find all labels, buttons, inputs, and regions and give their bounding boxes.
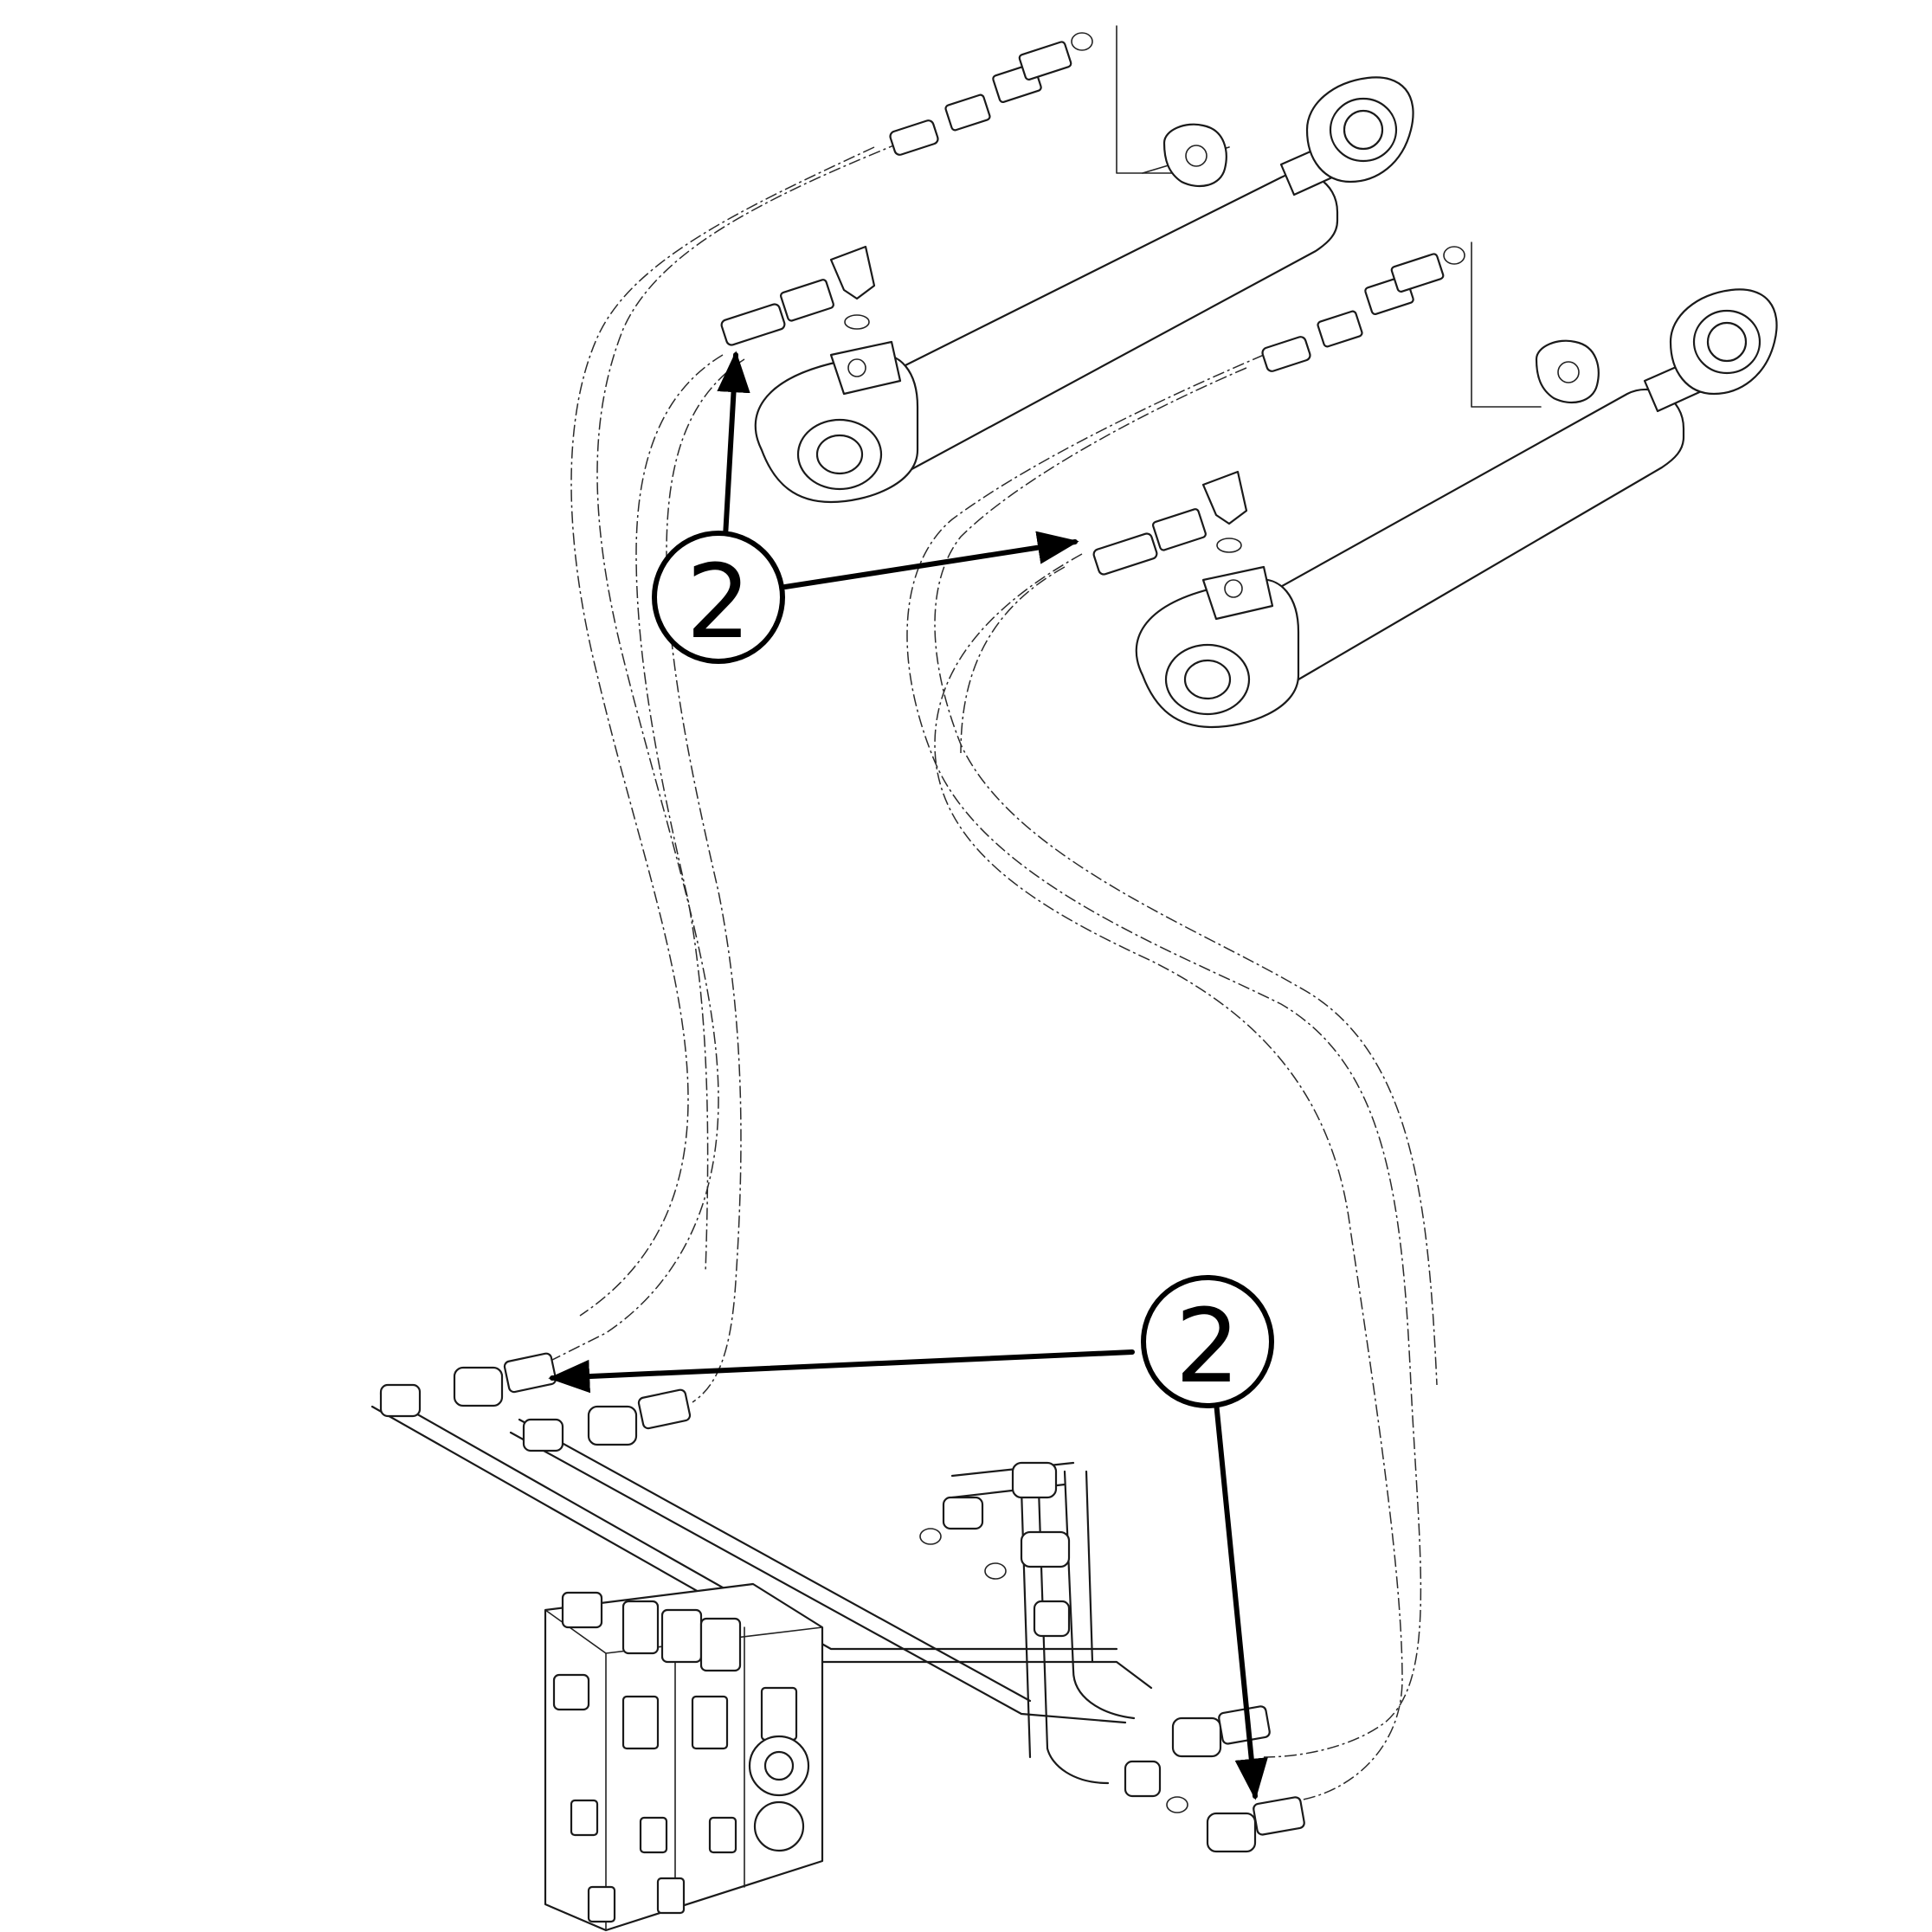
- callout-arrow-upper-left: [717, 351, 750, 539]
- callout-arrow-lower-right: [1214, 1400, 1268, 1800]
- hose-right-cylinder-rod: [906, 354, 1438, 1758]
- callout-arrows: [548, 351, 1268, 1800]
- callout-lower: 2: [1141, 1275, 1274, 1408]
- hydraulic-cylinder-lower: [1092, 246, 1778, 729]
- callout-label-lower: 2: [1175, 1286, 1240, 1406]
- control-valve-block: [544, 1582, 824, 1932]
- hose-right-cylinder-base: [934, 553, 1403, 1801]
- hose-left-cylinder-rod: [536, 142, 901, 1368]
- callout-circle-lower: [1141, 1275, 1274, 1408]
- hose-left-cylinder-base: [635, 354, 745, 1403]
- pipe-fittings: [379, 1352, 1305, 1853]
- callout-label-upper: 2: [686, 542, 750, 661]
- callout-arrow-lower-left: [548, 1349, 1135, 1394]
- callout-upper: 2: [652, 531, 785, 664]
- callout-arrow-upper-right: [782, 531, 1079, 589]
- callout-circle-upper: [652, 531, 785, 664]
- hydraulic-cylinder-upper: [720, 32, 1414, 504]
